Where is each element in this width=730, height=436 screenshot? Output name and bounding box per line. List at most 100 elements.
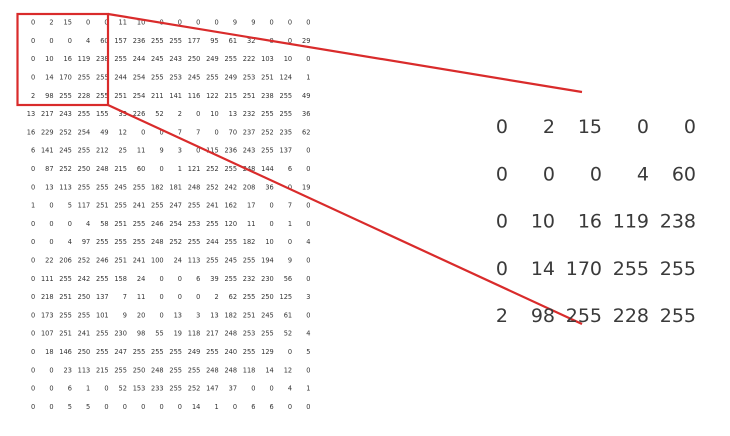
grid-cell: 137 <box>96 293 109 301</box>
grid-cell: 255 <box>59 311 72 319</box>
grid-cell: 6 <box>251 403 255 411</box>
grid-cell: 6 <box>288 165 292 173</box>
grid-cell: 13 <box>229 110 237 118</box>
grid-cell: 6 <box>31 147 35 155</box>
grid-cell: 124 <box>280 74 293 82</box>
grid-cell: 13 <box>45 183 53 191</box>
zoom-cell: 255 <box>660 258 696 280</box>
grid-cell: 15 <box>64 19 72 27</box>
grid-cell: 0 <box>306 147 310 155</box>
grid-cell: 16 <box>27 128 35 136</box>
grid-cell: 228 <box>78 92 91 100</box>
grid-cell: 248 <box>151 238 164 246</box>
grid-cell: 243 <box>243 147 256 155</box>
grid-cell: 9 <box>159 147 163 155</box>
grid-cell: 250 <box>78 348 91 356</box>
grid-cell: 255 <box>261 330 274 338</box>
grid-cell: 0 <box>104 403 108 411</box>
grid-cell: 5 <box>68 403 72 411</box>
grid-cell: 255 <box>96 275 109 283</box>
grid-cell: 0 <box>31 330 35 338</box>
grid-cell: 0 <box>159 311 163 319</box>
grid-cell: 119 <box>78 55 91 63</box>
grid-cell: 248 <box>224 366 237 374</box>
grid-cell: 9 <box>233 19 237 27</box>
grid-cell: 116 <box>188 92 201 100</box>
grid-cell: 0 <box>86 19 90 27</box>
grid-cell: 12 <box>119 128 127 136</box>
grid-cell: 177 <box>188 37 201 45</box>
grid-cell: 252 <box>188 385 201 393</box>
grid-cell: 0 <box>159 275 163 283</box>
grid-cell: 0 <box>306 275 310 283</box>
zoom-cell: 10 <box>531 211 555 233</box>
grid-cell: 250 <box>133 366 146 374</box>
grid-cell: 255 <box>114 55 127 63</box>
grid-cell: 251 <box>114 92 127 100</box>
grid-cell: 255 <box>133 348 146 356</box>
zoom-cell: 255 <box>660 305 696 327</box>
grid-cell: 141 <box>169 92 182 100</box>
grid-cell: 11 <box>247 220 255 228</box>
zoom-cell: 255 <box>613 258 649 280</box>
grid-cell: 255 <box>133 220 146 228</box>
grid-cell: 1 <box>86 385 90 393</box>
grid-cell: 17 <box>247 202 255 210</box>
grid-cell: 0 <box>270 385 274 393</box>
grid-cell: 0 <box>31 403 35 411</box>
grid-cell: 98 <box>137 330 145 338</box>
grid-cell: 252 <box>78 257 91 265</box>
grid-cell: 6 <box>68 385 72 393</box>
grid-cell: 162 <box>224 202 237 210</box>
grid-cell: 254 <box>133 92 146 100</box>
grid-cell: 0 <box>159 165 163 173</box>
connector-bottom-line <box>107 104 583 325</box>
grid-cell: 255 <box>151 202 164 210</box>
grid-cell: 55 <box>155 330 163 338</box>
grid-cell: 246 <box>151 220 164 228</box>
grid-cell: 255 <box>96 238 109 246</box>
grid-cell: 255 <box>280 92 293 100</box>
grid-cell: 118 <box>243 366 256 374</box>
grid-cell: 11 <box>119 19 127 27</box>
grid-cell: 252 <box>261 128 274 136</box>
grid-cell: 113 <box>59 183 72 191</box>
grid-cell: 122 <box>206 92 219 100</box>
grid-cell: 9 <box>288 257 292 265</box>
grid-cell: 4 <box>288 385 292 393</box>
grid-cell: 18 <box>45 348 53 356</box>
grid-cell: 144 <box>261 165 274 173</box>
grid-cell: 0 <box>31 385 35 393</box>
grid-cell: 244 <box>133 55 146 63</box>
grid-cell: 252 <box>206 183 219 191</box>
grid-cell: 141 <box>41 147 54 155</box>
grid-cell: 2 <box>31 92 35 100</box>
grid-cell: 9 <box>251 19 255 27</box>
grid-cell: 218 <box>41 293 54 301</box>
grid-cell: 255 <box>114 366 127 374</box>
grid-cell: 241 <box>133 257 146 265</box>
grid-cell: 215 <box>224 92 237 100</box>
grid-cell: 0 <box>31 238 35 246</box>
grid-cell: 255 <box>261 110 274 118</box>
grid-cell: 1 <box>288 220 292 228</box>
grid-cell: 153 <box>133 385 146 393</box>
grid-cell: 238 <box>96 55 109 63</box>
grid-cell: 12 <box>284 366 292 374</box>
grid-cell: 95 <box>210 37 218 45</box>
grid-cell: 56 <box>284 275 292 283</box>
grid-cell: 243 <box>169 55 182 63</box>
grid-cell: 255 <box>133 183 146 191</box>
grid-cell: 58 <box>100 220 108 228</box>
grid-cell: 37 <box>229 385 237 393</box>
grid-cell: 155 <box>96 110 109 118</box>
grid-cell: 14 <box>265 366 273 374</box>
grid-cell: 255 <box>114 238 127 246</box>
grid-cell: 5 <box>86 403 90 411</box>
grid-cell: 230 <box>261 275 274 283</box>
grid-cell: 0 <box>214 128 218 136</box>
grid-cell: 255 <box>114 202 127 210</box>
grid-cell: 0 <box>288 238 292 246</box>
